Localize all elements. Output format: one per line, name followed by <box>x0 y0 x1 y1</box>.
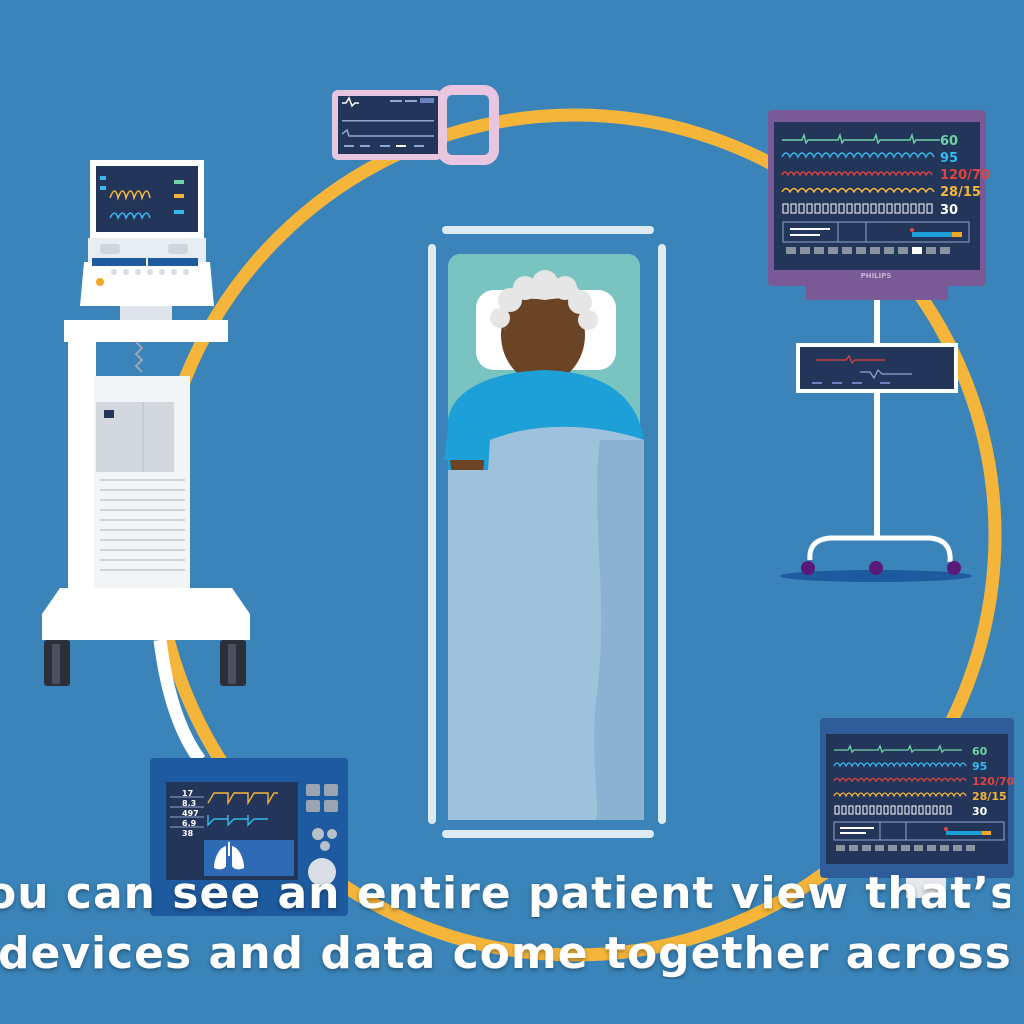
vent-value-1: 17 <box>182 789 193 798</box>
monitor-value-3: 120/70 <box>940 168 990 183</box>
caption-line-2: devices and data come together across ac… <box>0 928 1022 979</box>
white-cable <box>153 639 206 764</box>
monitor-value-5: 30 <box>972 805 988 818</box>
monitor-value-2: 95 <box>940 151 958 166</box>
monitor-value-4: 28/15 <box>940 185 981 200</box>
patient-monitor-icon: 60 95 120/70 28/15 30 PHILIPS <box>768 110 990 582</box>
patient-monitor-icon: 60 95 120/70 28/15 30 <box>820 718 1015 898</box>
monitor-brand-logo: PHILIPS <box>861 272 892 280</box>
vent-value-4: 6.9 <box>182 819 197 828</box>
monitor-value-2: 95 <box>972 760 987 773</box>
monitor-value-1: 60 <box>972 745 988 758</box>
vent-value-2: 8.3 <box>182 799 196 808</box>
vent-value-5: 38 <box>182 829 194 838</box>
monitor-value-3: 120/70 <box>972 775 1015 788</box>
lungs-icon <box>214 842 244 870</box>
monitor-value-5: 30 <box>940 203 958 218</box>
caption-line-1: ou can see an entire patient view that’s… <box>0 868 1010 919</box>
infusion-pump-icon <box>332 85 499 165</box>
ventilator-panel-icon: 17 8.3 497 6.9 38 <box>150 758 348 916</box>
patient-figure <box>444 270 644 820</box>
monitor-value-1: 60 <box>940 134 958 149</box>
ventilator-icon <box>42 160 250 686</box>
vent-value-3: 497 <box>182 809 199 818</box>
monitor-value-4: 28/15 <box>972 790 1007 803</box>
